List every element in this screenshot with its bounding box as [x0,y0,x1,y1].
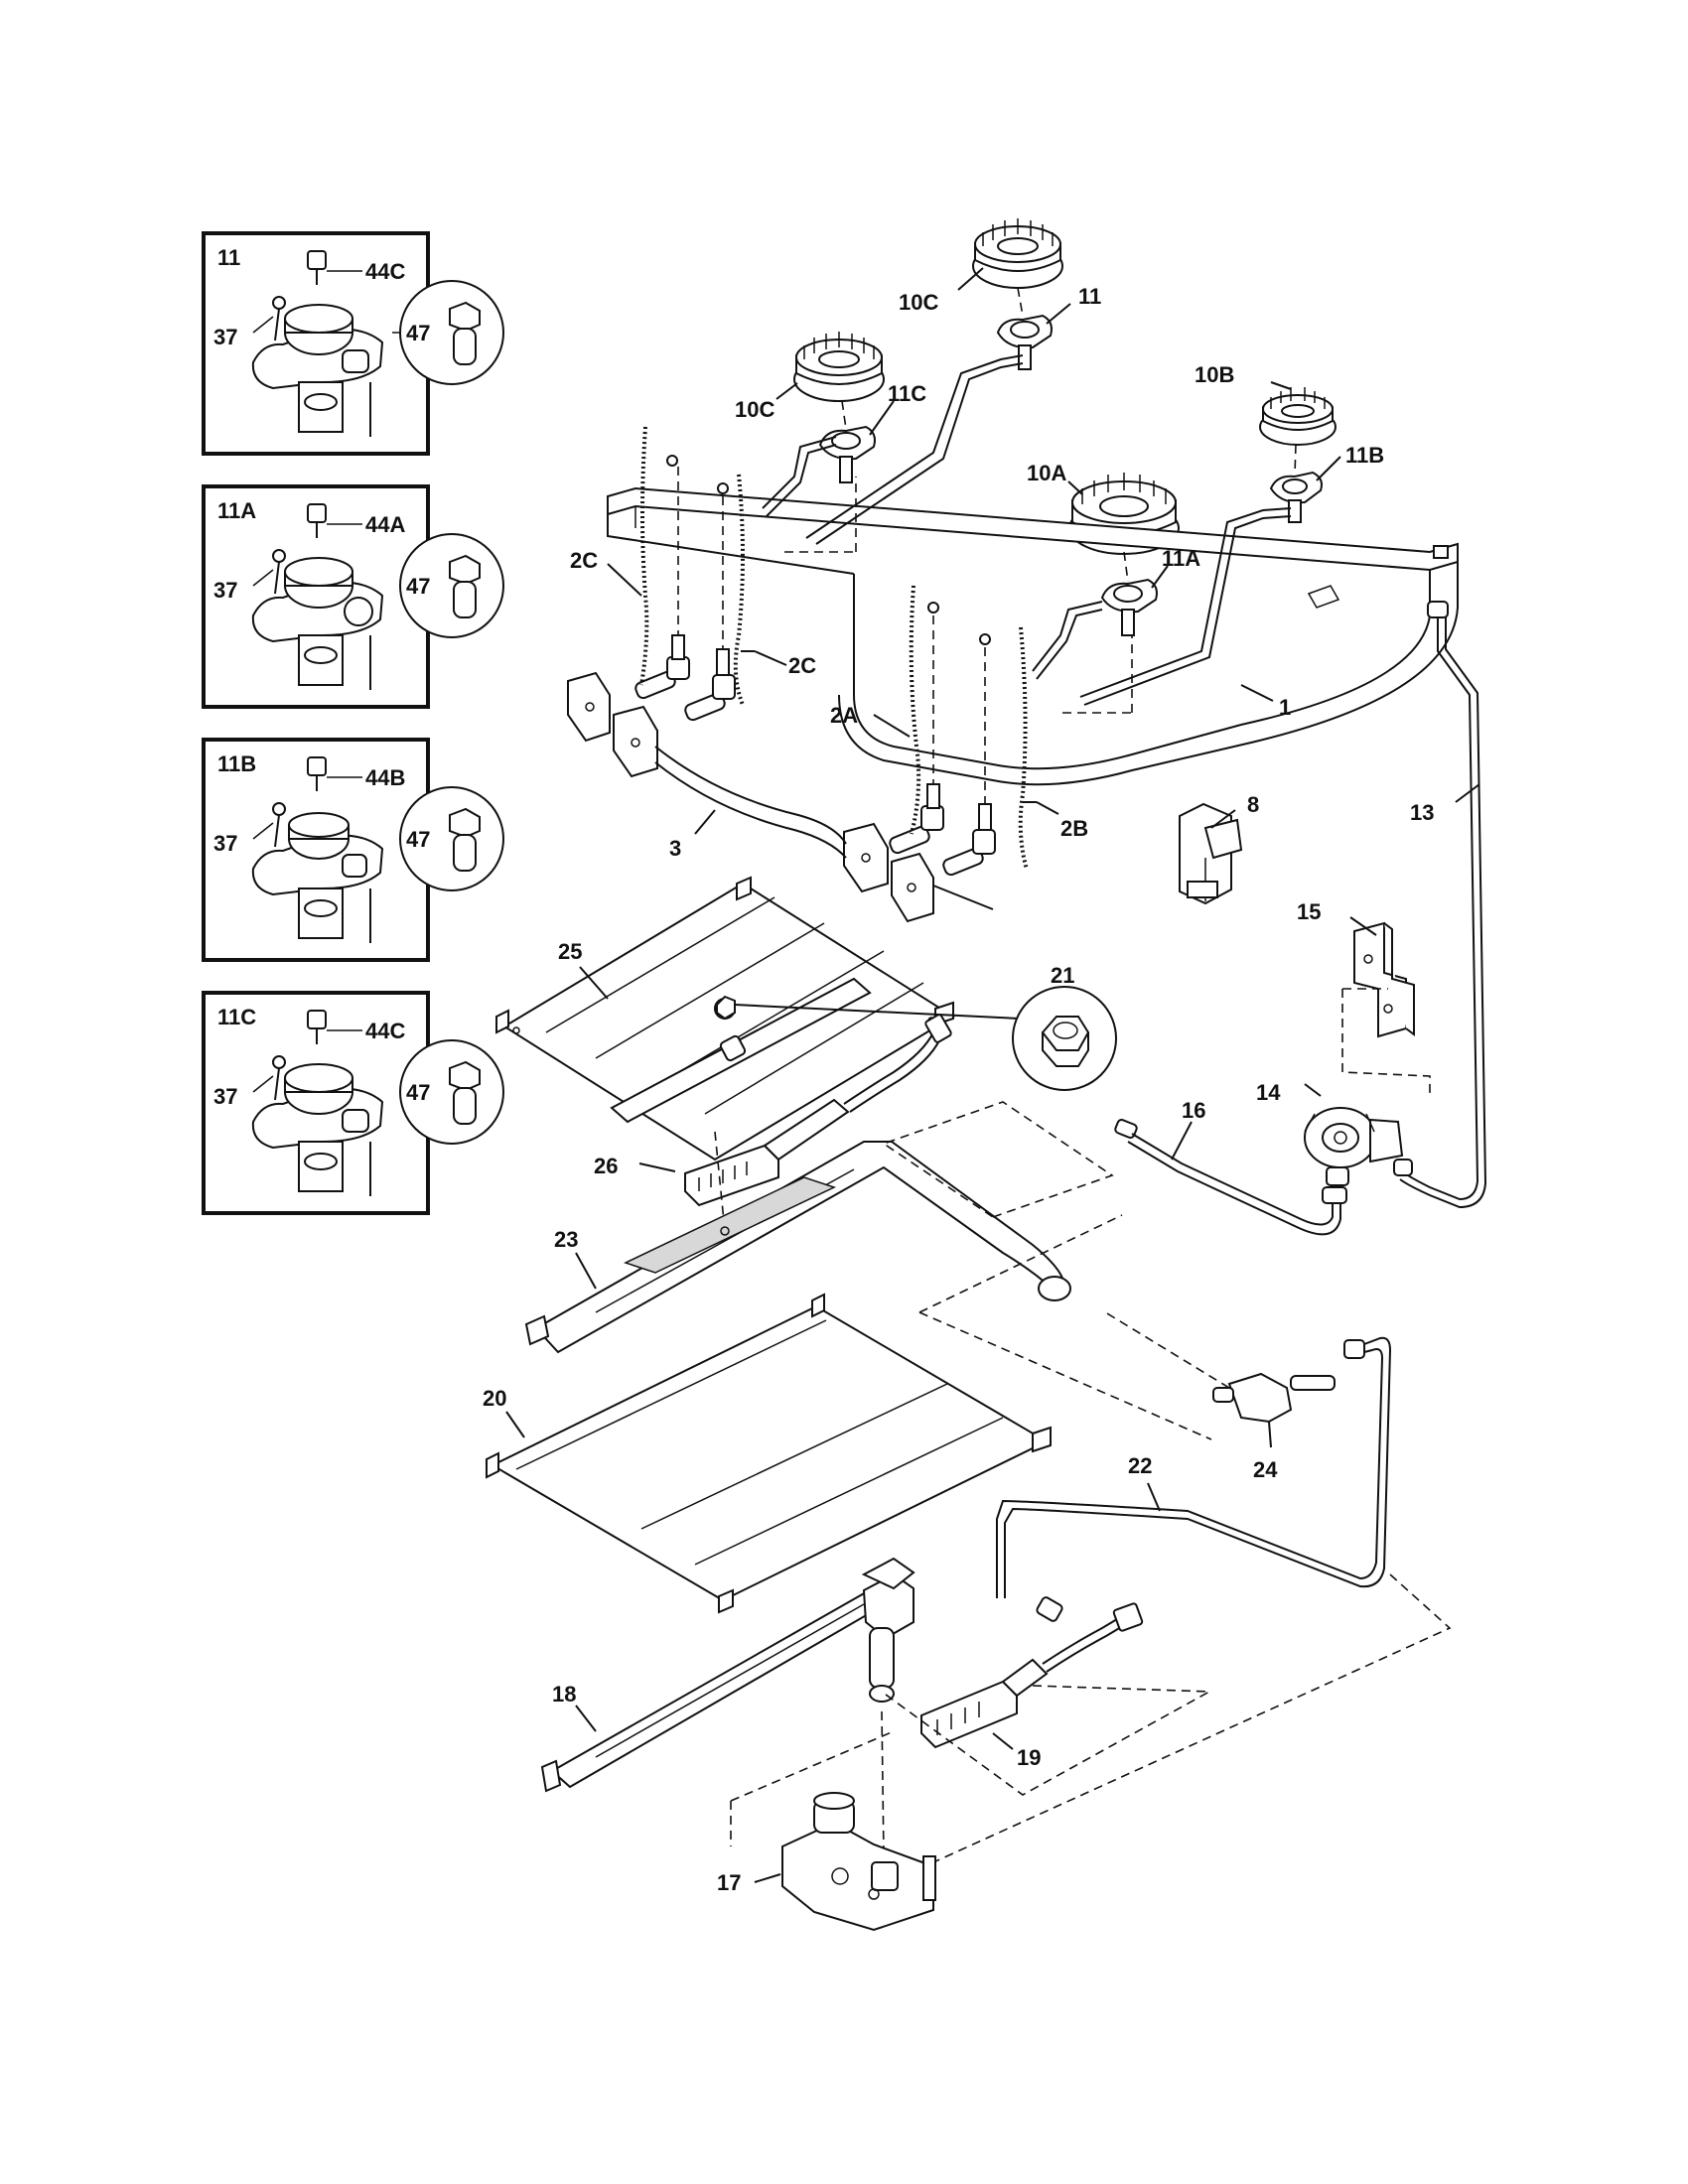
burner-valve-11c [818,425,876,483]
inset-title: 11A [217,498,256,523]
igniter-26 [684,1014,952,1207]
callout-2c-right: 2C [788,653,816,678]
inset-title: 11B [217,751,256,776]
heat-shield-25 [495,876,955,1161]
valve-left-1 [634,455,690,700]
seat-label: 44C [365,1019,405,1043]
screw-icon [272,802,286,848]
gas-pipe-11a [1032,601,1103,672]
callout-3: 3 [669,836,681,861]
screw-label: 37 [213,578,237,603]
screw-label: 37 [213,1084,237,1109]
inset-title: 11 [217,245,240,270]
inset-panel-11: 11 44C 37 47 [202,231,504,456]
callout-23: 23 [554,1227,578,1252]
gas-pipe-11c [762,436,837,509]
gas-pipe-top [805,354,1024,539]
callout-10a: 10A [1027,461,1066,485]
orifice-label: 47 [406,574,430,599]
burner-head-10c-left [793,332,885,402]
callout-14: 14 [1256,1080,1281,1105]
callout-8: 8 [1247,792,1259,817]
callout-11b: 11B [1345,443,1384,468]
inset-title: 11C [217,1005,256,1029]
callout-19: 19 [1017,1745,1041,1770]
callout-2b: 2B [1060,816,1088,841]
orifice-icon [449,301,481,365]
broil-pipe-22 [996,1336,1392,1622]
regulator-pipe [1114,1118,1347,1236]
screw-icon [272,549,286,595]
callout-26: 26 [594,1154,618,1178]
inset-panel-11a: 11A 44A 37 47 [202,484,504,709]
regulator-bracket [1353,921,1415,1038]
callout-2a: 2A [830,703,858,728]
orifice-holder-24 [1212,1372,1336,1424]
screw-icon [272,296,286,341]
callout-21: 21 [1051,963,1074,988]
callout-11-top: 11 [1078,284,1101,309]
callout-15: 15 [1297,899,1321,924]
burner-head-10c-top [972,218,1063,289]
callout-20: 20 [483,1386,506,1411]
orifice-label: 47 [406,321,430,345]
orifice-icon [449,554,481,618]
callout-10c-top: 10C [899,290,938,315]
inset-panel-11c: 11C 44C 37 47 [202,991,504,1215]
valve-right-2 [942,633,996,877]
valve-bar-3 [567,671,994,923]
burner-valve-11b [1269,471,1323,523]
callout-2c-left: 2C [570,548,598,573]
callout-10c-left: 10C [735,397,774,422]
supply-pipe [1399,601,1487,1209]
callout-13: 13 [1410,800,1434,825]
ignition-wire-2b [1018,626,1029,871]
valve-right-1 [889,602,944,855]
inset-panel-11b: 11B 44B 37 47 [202,738,504,962]
ignition-wire-2c-left [639,426,649,686]
heat-shield-20 [486,1293,1052,1614]
callout-10b: 10B [1195,362,1234,387]
broil-burner-18 [540,1557,915,1793]
nut-detail-21 [1012,986,1117,1091]
callout-24: 24 [1253,1457,1278,1482]
manifold-frame [607,486,1459,786]
burner-valve-11a [1100,578,1158,636]
burner-valve-11-top [996,314,1053,370]
callout-25: 25 [558,939,582,964]
dash-guide-23 [882,1101,1114,1218]
pressure-regulator [1304,1107,1413,1186]
orifice-label: 47 [406,1080,430,1105]
screw-icon [272,1055,286,1101]
screw-label: 37 [213,831,237,856]
seat-label: 44A [365,512,405,537]
bake-burner-23 [524,1141,1071,1354]
spark-module [1179,802,1243,905]
orifice-label: 47 [406,827,430,852]
burner-head-10b [1259,387,1336,446]
safety-valve-17 [781,1792,936,1932]
screw-label: 37 [213,325,237,349]
callout-16: 16 [1182,1098,1205,1123]
valve-left-2 [684,482,736,722]
orifice-icon [449,1060,481,1125]
callout-22: 22 [1128,1453,1152,1478]
broil-igniter-19 [920,1602,1144,1749]
ignition-wire-2a [909,585,921,835]
gas-pipe-11b [1079,507,1292,698]
seat-label: 44C [365,259,405,284]
callout-11c: 11C [888,381,926,406]
seat-label: 44B [365,765,405,790]
bake-burner-tube [610,977,872,1124]
callout-1: 1 [1279,695,1291,720]
callout-18: 18 [552,1682,576,1706]
callout-17: 17 [717,1870,741,1895]
orifice-icon [449,807,481,872]
